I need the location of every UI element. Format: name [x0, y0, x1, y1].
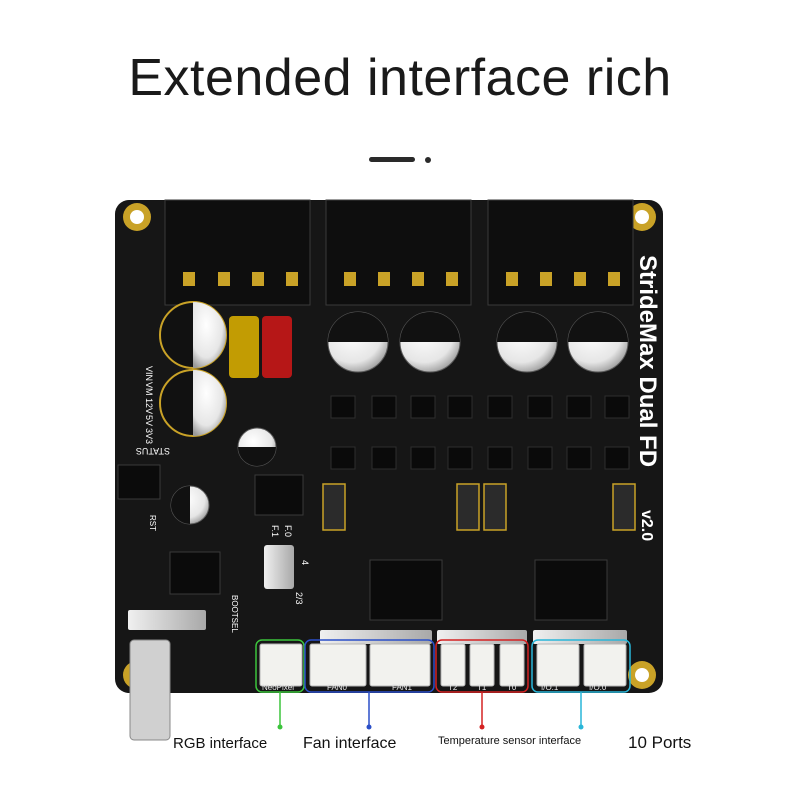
silk-neopixel: NeoPixel — [262, 683, 294, 692]
silk-status: STATUS — [136, 446, 170, 456]
title-dot-decoration — [425, 157, 431, 163]
silk-io1: I/O.1 — [541, 683, 559, 692]
silk-fan1: FAN1 — [392, 683, 413, 692]
fuses — [229, 316, 292, 378]
silk-f23: 2/3 — [294, 592, 304, 605]
silk-f0: F.0 — [283, 525, 293, 537]
silk-rst: RST — [148, 515, 157, 531]
silk-t2: T2 — [448, 683, 458, 692]
silk-12v: 12V — [144, 398, 154, 414]
silk-f1: F.1 — [270, 525, 280, 537]
board-version: v2.0 — [638, 510, 655, 541]
silk-3v3: 3V3 — [144, 428, 154, 444]
temperature-sensor-interface-label: Temperature sensor interface — [438, 735, 582, 747]
mosfet-array — [330, 395, 630, 470]
port-connectors — [259, 643, 627, 687]
silk-vm: VM — [144, 382, 154, 396]
silk-fan0: FAN0 — [327, 683, 348, 692]
shunt-resistors — [322, 483, 636, 531]
silk-bootsel: BOOTSEL — [230, 595, 239, 633]
silk-vin: VIN — [144, 366, 154, 381]
silk-t0: T0 — [507, 683, 517, 692]
driver-chips — [117, 464, 608, 621]
silk-t1: T1 — [477, 683, 487, 692]
callout-pointers — [277, 692, 584, 730]
silk-io0: I/O.0 — [589, 683, 607, 692]
ports-count-label: 10 Ports — [628, 733, 692, 752]
terminal-blocks — [164, 199, 634, 306]
silk-5v: 5V — [144, 415, 154, 426]
capacitors — [159, 301, 629, 525]
fan-interface-label: Fan interface — [303, 735, 397, 752]
usb-connector — [129, 639, 171, 741]
silk-4: 4 — [300, 560, 310, 565]
rgb-interface-label: RGB interface — [173, 735, 268, 752]
board-name: StrideMax Dual FD — [634, 255, 661, 467]
title-dash-decoration — [369, 157, 415, 162]
page-title: Extended interface rich — [128, 49, 672, 107]
